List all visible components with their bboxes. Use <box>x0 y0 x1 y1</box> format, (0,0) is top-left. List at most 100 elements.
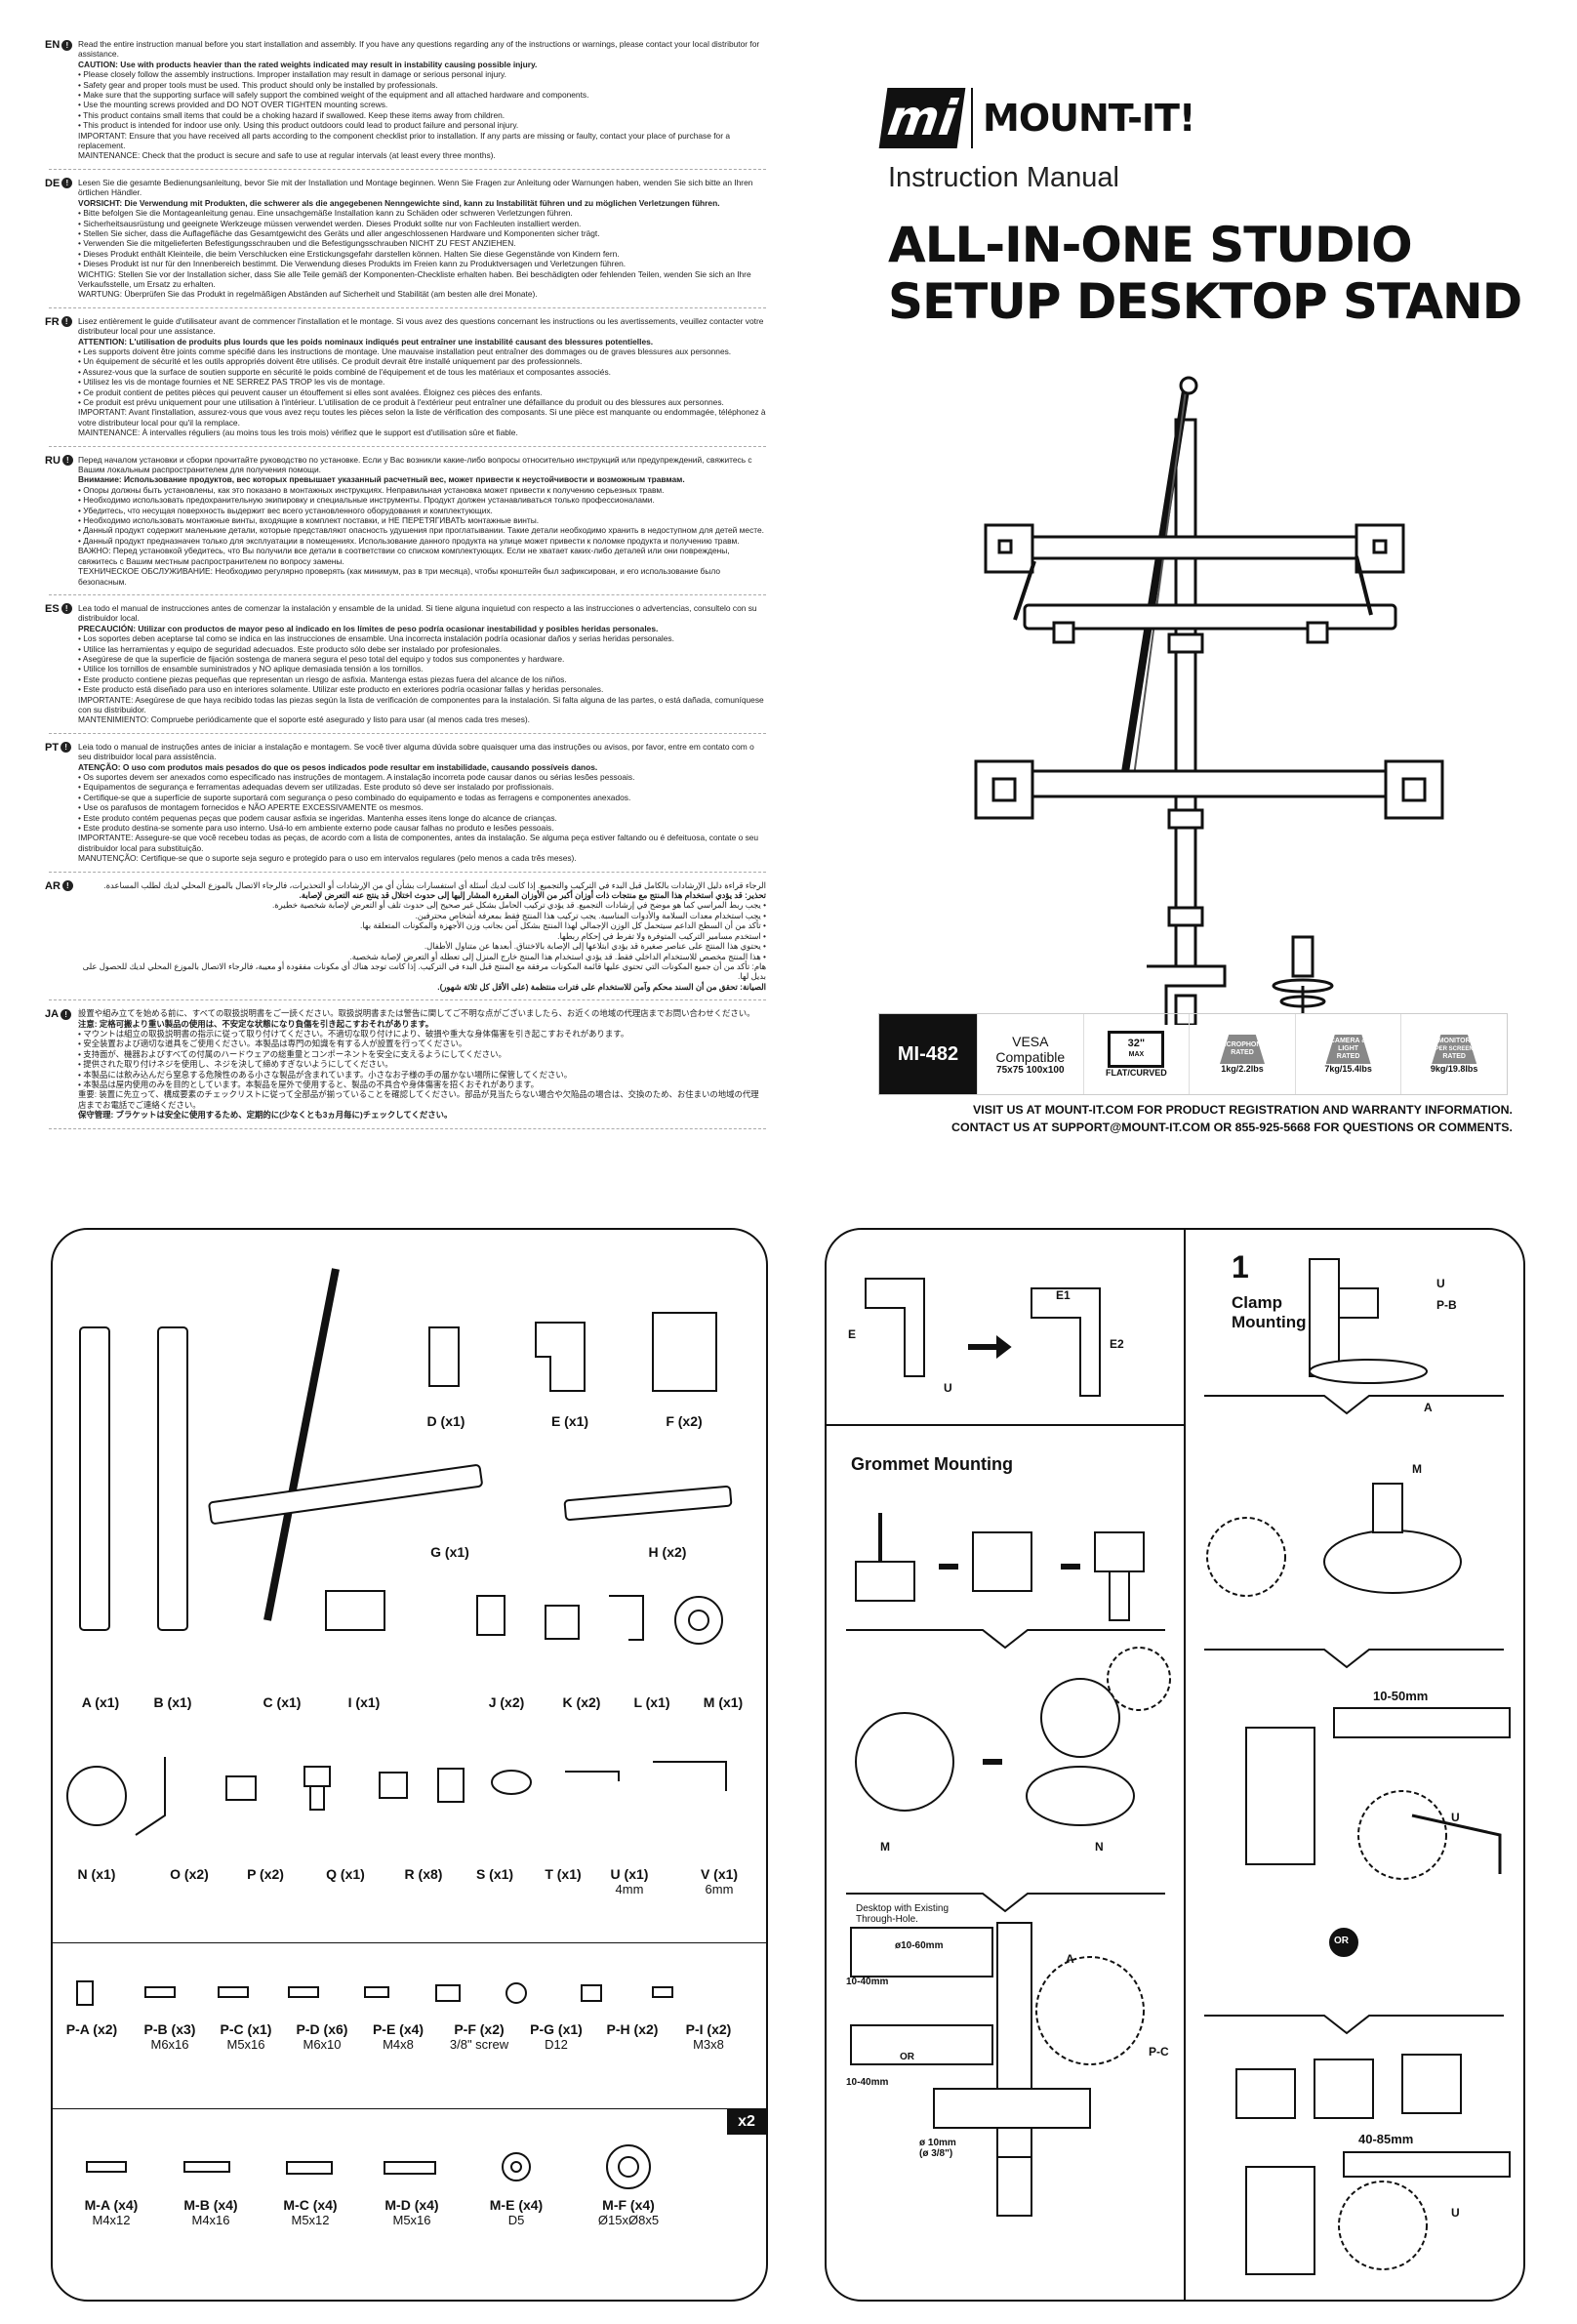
mic-label: MICROPHONE <box>1218 1041 1267 1048</box>
monitor-weight: 9kg/19.8lbs <box>1430 1064 1478 1074</box>
part-m: M (x1) <box>703 1694 744 1710</box>
clamp-range-40-85: 40-85mm <box>1358 2132 1414 2146</box>
weight-icon: MONITOR (PER SCREEN) RATED <box>1432 1035 1477 1064</box>
warning-line: • يجب ربط المراسي كما هو موضح في إرشادات… <box>271 900 766 911</box>
warning-line: • يحتوي هذا المنتج على عناصر صغيرة قد يؤ… <box>424 941 766 952</box>
warning-block-fr: FR!Lisez entièrement le guide d'utilisat… <box>45 316 766 447</box>
warning-line: • تأكد من أن السطح الداعم سيتحمل كل الوز… <box>360 920 766 931</box>
product-title: ALL-IN-ONE STUDIO SETUP DESKTOP STAND <box>888 217 1522 330</box>
warning-line: • Assurez-vous que la surface de soutien… <box>78 366 611 377</box>
grommet-title: Grommet Mounting <box>851 1454 1013 1474</box>
language-code-text: EN <box>45 39 61 51</box>
warning-line: MANUTENÇÃO: Certifique-se que o suporte … <box>78 853 577 864</box>
hardware-pb: P-B (x3)M6x16 <box>143 2021 196 2052</box>
callout-e1: E1 <box>1056 1288 1071 1302</box>
callout-n: N <box>1095 1840 1104 1854</box>
warning-line: • Este producto está diseñado para uso e… <box>78 684 604 695</box>
language-code: JA! <box>45 1008 72 1021</box>
part-f-icon <box>652 1312 717 1392</box>
warning-line: • Опоры должны быть установлены, как это… <box>78 484 665 495</box>
language-code: PT! <box>45 742 72 754</box>
monitor-rated: RATED <box>1442 1053 1466 1060</box>
vesa-title: VESA Compatible <box>995 1033 1066 1065</box>
callout-a: A <box>1424 1401 1433 1414</box>
warning-block-pt: PT! Leia todo o manual de instruções ante… <box>45 741 766 873</box>
warning-line: • 本製品には飲み込んだら窒息する危険性のある小さな製品が含まれています。小さな… <box>78 1069 573 1080</box>
warning-icon: ! <box>61 742 72 754</box>
drill-size-line2: (ø 3/8") <box>919 2148 953 2159</box>
quantity-tag: x2 <box>727 2109 766 2135</box>
language-code: ES! <box>45 603 72 615</box>
mic-weight: 1kg/2.2lbs <box>1221 1064 1264 1074</box>
part-d-icon <box>428 1326 460 1387</box>
warning-line: IMPORTANT: Ensure that you have received… <box>78 130 730 151</box>
drill-size-line1: ø 10mm <box>919 2138 956 2148</box>
warning-icon: ! <box>61 455 73 467</box>
warning-block-ar: AR! الرجاء قراءة دليل الإرشادات بالكامل ق… <box>45 879 766 1001</box>
mic-rated: RATED <box>1231 1049 1254 1056</box>
hardware-me: M-E (x4)D5 <box>489 2197 544 2227</box>
warning-line: الرجاء قراءة دليل الإرشادات بالكامل قبل … <box>103 879 766 890</box>
part-t: T (x1) <box>545 1866 582 1882</box>
part-p: P (x2) <box>247 1866 284 1882</box>
product-title-line2: SETUP DESKTOP STAND <box>888 273 1522 330</box>
callout-pc: P-C <box>1149 2045 1169 2059</box>
warning-line: • Verwenden Sie die mitgelieferten Befes… <box>78 238 516 249</box>
warning-line: ATENÇÃO: O uso com produtos mais pesados… <box>78 761 598 772</box>
hardware-pg: P-G (x1)D12 <box>530 2021 583 2052</box>
language-code-text: RU <box>45 454 61 467</box>
warning-line: 設置や組み立てを始める前に、すべての取扱説明書をご一読ください。取扱説明書または… <box>78 1008 755 1019</box>
manual-subtitle: Instruction Manual <box>888 162 1119 193</box>
part-b-icon <box>157 1326 188 1631</box>
warning-line: • Необходимо использовать монтажные винт… <box>78 515 540 526</box>
warning-line: MAINTENANCE: Check that the product is s… <box>78 150 496 161</box>
warning-line: 保守管理: ブラケットは安全に使用するため、定期的に(少なくとも3ヵ月毎に)チェ… <box>78 1110 453 1121</box>
warning-line: • マウントは組立の取扱説明書の指示に従って取り付けてください。不適切な取り付け… <box>78 1028 629 1039</box>
language-code-text: AR <box>45 879 61 892</box>
screen-type: FLAT/CURVED <box>1106 1068 1167 1078</box>
warning-line: • Убедитесь, что несущая поверхность выд… <box>78 505 493 515</box>
warning-line: • 提供された取り付けネジを使用し、ネジを決して締めすぎないようにしてください。 <box>78 1059 393 1070</box>
warning-line: • Equipamentos de segurança e ferramenta… <box>78 782 554 793</box>
thickness-1: 10-40mm <box>846 1977 889 1987</box>
warning-line: WARTUNG: Überprüfen Sie das Produkt in r… <box>78 289 538 300</box>
hardware-pe: P-E (x4)M4x8 <box>372 2021 425 2052</box>
warning-line: VORSICHT: Die Verwendung mit Produkten, … <box>78 197 720 208</box>
language-code-text: JA <box>45 1008 60 1021</box>
part-h: H (x2) <box>648 1544 687 1560</box>
warning-line: • Bitte befolgen Sie die Montageanleitun… <box>78 208 573 219</box>
warning-line: • Данный продукт содержит маленькие дета… <box>78 525 765 536</box>
warning-icon: ! <box>61 1008 72 1020</box>
warning-line: • Utilice los tornillos de ensamble sumi… <box>78 664 424 674</box>
warning-line: • Safety gear and proper tools must be u… <box>78 79 438 90</box>
warning-icon: ! <box>61 316 72 328</box>
screen-size: 32" <box>1127 1038 1146 1049</box>
hardware-pc: P-C (x1)M5x16 <box>220 2021 272 2052</box>
callout-grommet-m: M <box>880 1840 890 1854</box>
hardware-pd: P-D (x6)M6x10 <box>296 2021 348 2052</box>
part-i-icon <box>325 1590 385 1631</box>
part-v: V (x1)6mm <box>700 1866 739 1896</box>
part-c: C (x1) <box>263 1694 302 1710</box>
warning-line: • Use os parafusos de montagem fornecido… <box>78 802 424 813</box>
part-r-icon <box>379 1772 408 1799</box>
hole-diameter: ø10-60mm <box>895 1940 944 1951</box>
language-code: EN! <box>45 39 73 51</box>
warnings-column: EN!Read the entire instruction manual be… <box>45 39 766 1137</box>
step-1-title-line1: Clamp <box>1232 1293 1282 1312</box>
language-code-text: DE <box>45 177 61 189</box>
brand-logo: mi MOUNT-IT! <box>878 86 1215 150</box>
warning-line: • Make sure that the supporting surface … <box>78 90 589 101</box>
hardware-md: M-D (x4)M5x16 <box>384 2197 439 2227</box>
or-label-desk: OR <box>900 2052 914 2062</box>
warning-line: • Ce produit est prévu uniquement pour u… <box>78 397 724 407</box>
language-code: DE! <box>45 177 73 189</box>
hardware-p-icons <box>76 1980 673 2006</box>
warning-line: Leia todo o manual de instruções antes d… <box>78 741 754 762</box>
language-code: AR! <box>45 880 73 892</box>
warning-icon: ! <box>61 178 73 189</box>
warning-icon: ! <box>61 39 73 51</box>
part-v-icon <box>653 1761 727 1791</box>
warning-line: Внимание: Использование продуктов, вес к… <box>78 474 685 485</box>
hardware-ma: M-A (x4)M4x12 <box>84 2197 139 2227</box>
